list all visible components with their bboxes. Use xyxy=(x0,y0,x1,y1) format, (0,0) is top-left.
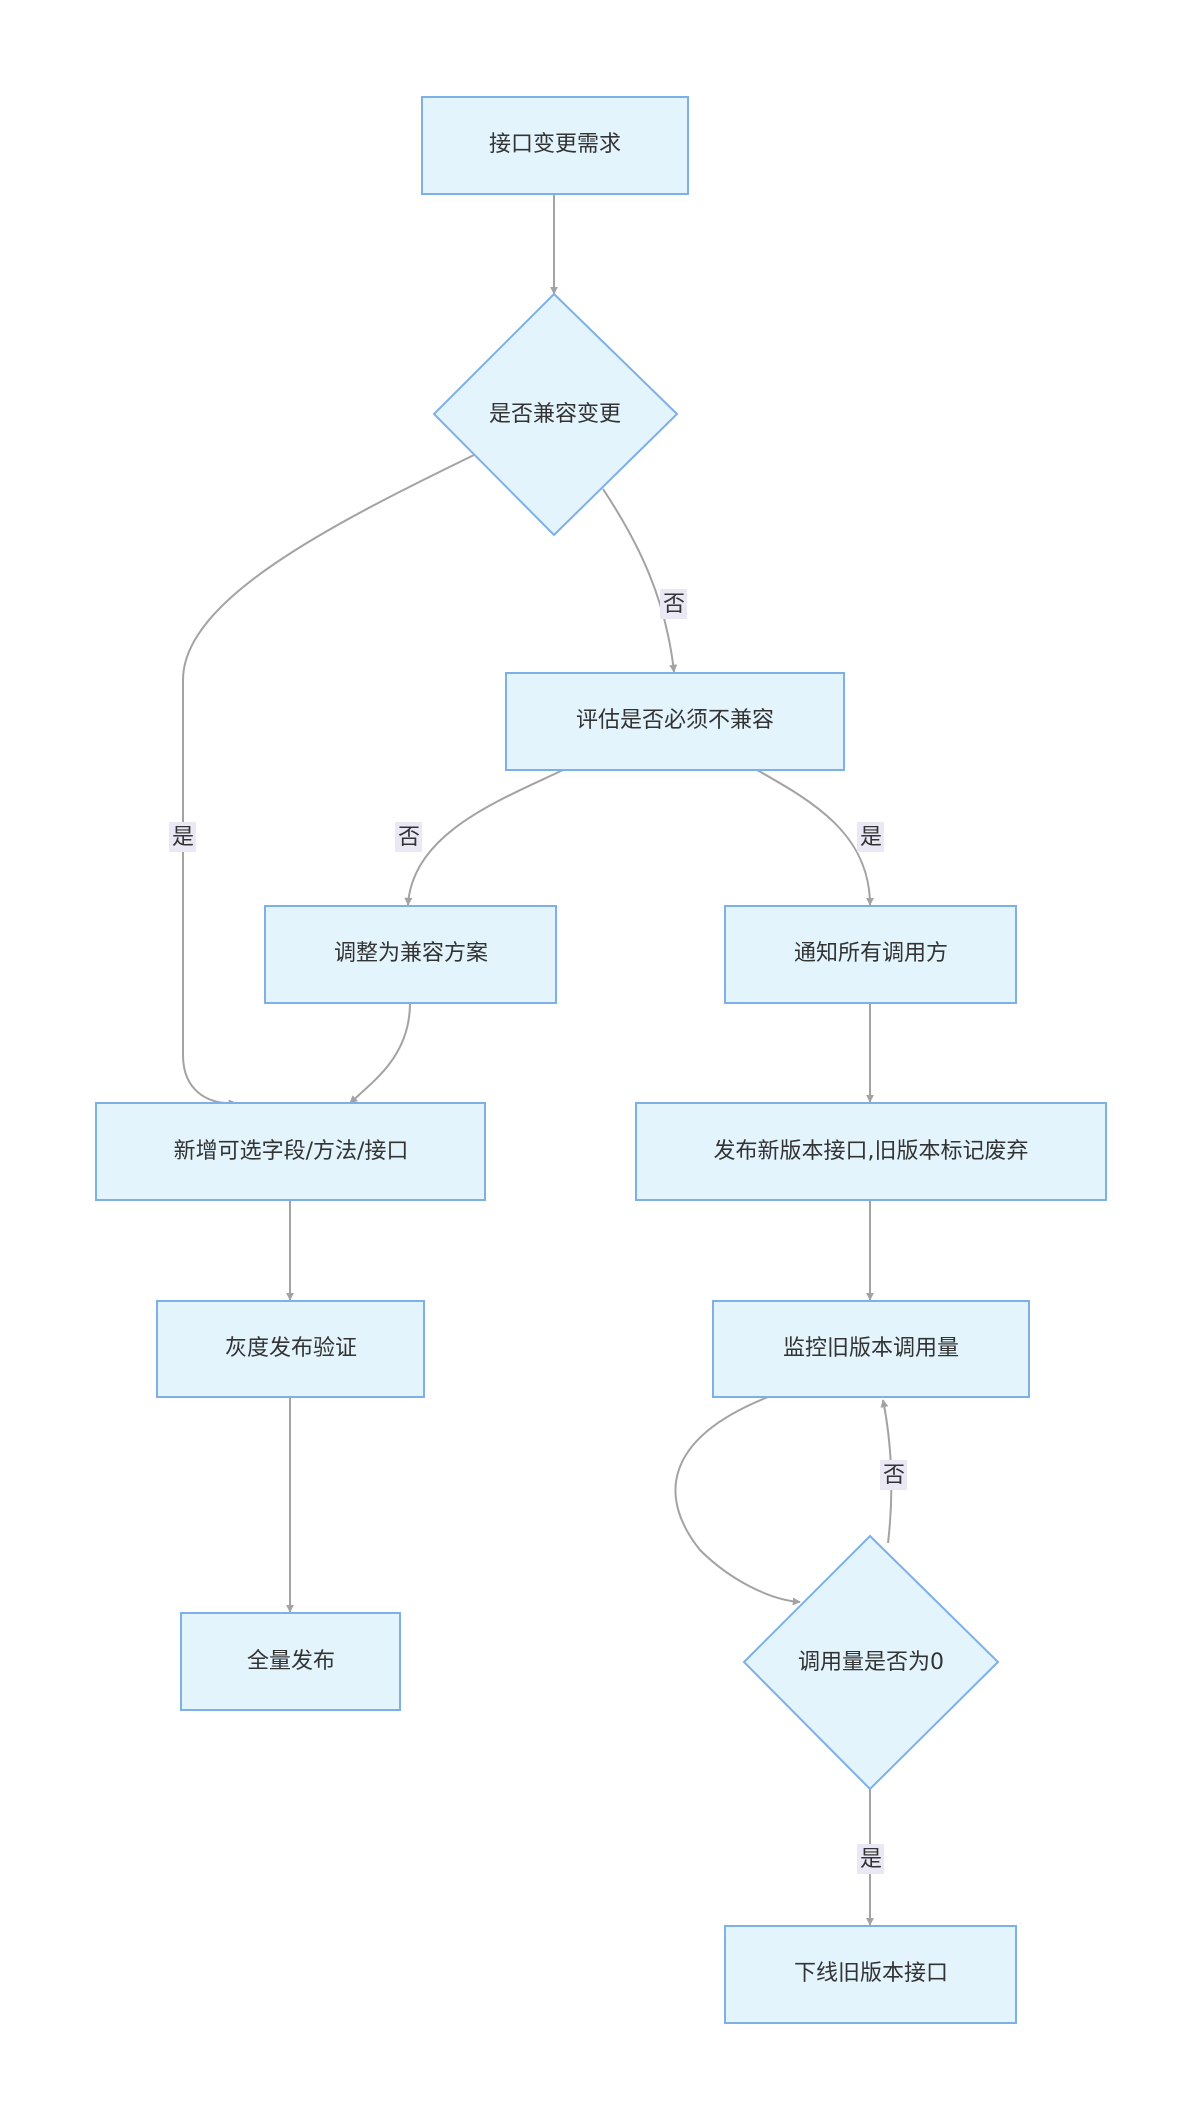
node-add-optional-label: 新增可选字段/方法/接口 xyxy=(174,1139,409,1164)
node-full-release-label: 全量发布 xyxy=(247,1649,335,1674)
node-offline-label: 下线旧版本接口 xyxy=(794,1961,948,1986)
node-calls-zero: 调用量是否为0 xyxy=(742,1534,1000,1791)
node-publish-new-label: 发布新版本接口,旧版本标记废弃 xyxy=(714,1139,1029,1164)
edge-label-zero-no: 否 xyxy=(880,1460,907,1490)
node-add-optional: 新增可选字段/方法/接口 xyxy=(95,1102,486,1201)
svg-text:否: 否 xyxy=(398,825,420,850)
edge-adjust-to-add-optional xyxy=(349,1002,411,1104)
edge-compat-to-assess xyxy=(602,488,678,673)
node-full-release: 全量发布 xyxy=(180,1612,401,1711)
node-start-label: 接口变更需求 xyxy=(489,132,621,157)
node-notify-label: 通知所有调用方 xyxy=(794,941,948,966)
edge-assess-to-adjust xyxy=(404,769,564,906)
node-adjust: 调整为兼容方案 xyxy=(264,905,557,1004)
node-compat-check-label: 是否兼容变更 xyxy=(489,402,621,427)
node-monitor: 监控旧版本调用量 xyxy=(712,1300,1030,1398)
node-notify: 通知所有调用方 xyxy=(724,905,1017,1004)
svg-text:是: 是 xyxy=(172,825,194,850)
edge-label-compat-yes: 是 xyxy=(169,822,196,852)
node-publish-new: 发布新版本接口,旧版本标记废弃 xyxy=(635,1102,1107,1201)
edge-label-assess-no: 否 xyxy=(395,822,422,852)
edge-label-zero-yes: 是 xyxy=(857,1844,884,1874)
node-assess-label: 评估是否必须不兼容 xyxy=(576,708,774,733)
svg-text:是: 是 xyxy=(860,1847,882,1872)
node-monitor-label: 监控旧版本调用量 xyxy=(783,1336,959,1361)
node-calls-zero-label: 调用量是否为0 xyxy=(798,1650,944,1675)
node-start: 接口变更需求 xyxy=(421,96,689,195)
edge-assess-to-notify xyxy=(756,769,874,906)
svg-text:是: 是 xyxy=(860,825,882,850)
svg-text:否: 否 xyxy=(883,1463,905,1488)
edge-monitor-to-calls-zero xyxy=(674,1396,801,1606)
node-compat-check: 是否兼容变更 xyxy=(432,292,679,537)
edge-label-assess-yes: 是 xyxy=(857,822,884,852)
node-gray-release-label: 灰度发布验证 xyxy=(225,1336,357,1361)
edge-label-compat-no: 否 xyxy=(660,589,687,619)
node-assess: 评估是否必须不兼容 xyxy=(505,672,845,771)
node-offline: 下线旧版本接口 xyxy=(724,1925,1017,2024)
edge-compat-to-add-optional xyxy=(182,454,475,1108)
svg-text:否: 否 xyxy=(663,592,685,617)
node-adjust-label: 调整为兼容方案 xyxy=(334,941,488,966)
node-gray-release: 灰度发布验证 xyxy=(156,1300,425,1398)
